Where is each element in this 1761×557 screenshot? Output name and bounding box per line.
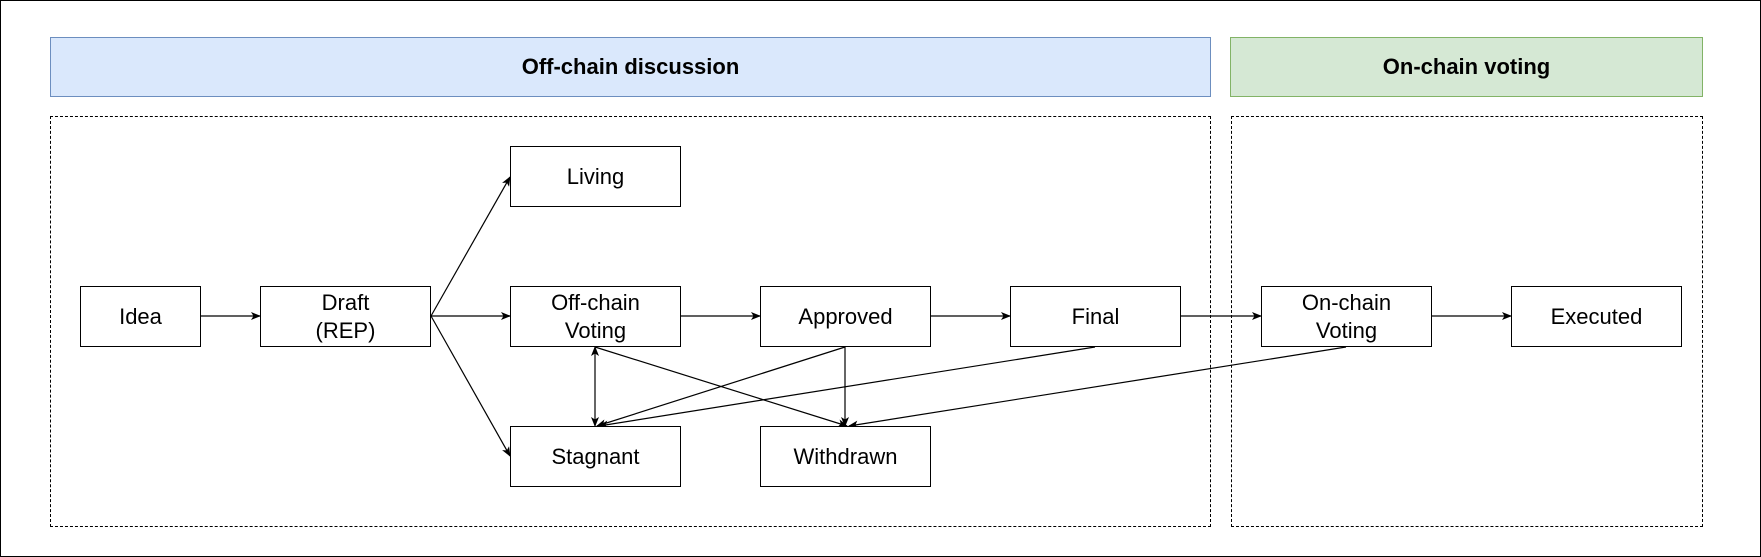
node-draft: Draft (REP): [260, 286, 431, 347]
edge-final-to-stagnant: [598, 346, 1096, 429]
node-living: Living: [510, 146, 681, 207]
node-onchain-voting: On-chain Voting: [1261, 286, 1432, 347]
node-approved: Approved: [760, 286, 931, 347]
node-offchain-voting: Off-chain Voting: [510, 286, 681, 347]
edge-approved-to-stagnant: [596, 346, 846, 428]
node-withdrawn: Withdrawn: [760, 426, 931, 487]
phase-header-offchain: Off-chain discussion: [50, 37, 1211, 97]
node-executed: Executed: [1511, 286, 1682, 347]
node-stagnant: Stagnant: [510, 426, 681, 487]
region-onchain: [1231, 116, 1703, 527]
node-final: Final: [1010, 286, 1181, 347]
node-idea: Idea: [80, 286, 201, 347]
edge-draft-to-living: [430, 176, 511, 317]
edge-onchain-voting-to-withdrawn: [848, 346, 1347, 429]
phase-header-onchain: On-chain voting: [1230, 37, 1703, 97]
edge-draft-to-stagnant: [430, 315, 511, 457]
region-offchain: [50, 116, 1211, 527]
